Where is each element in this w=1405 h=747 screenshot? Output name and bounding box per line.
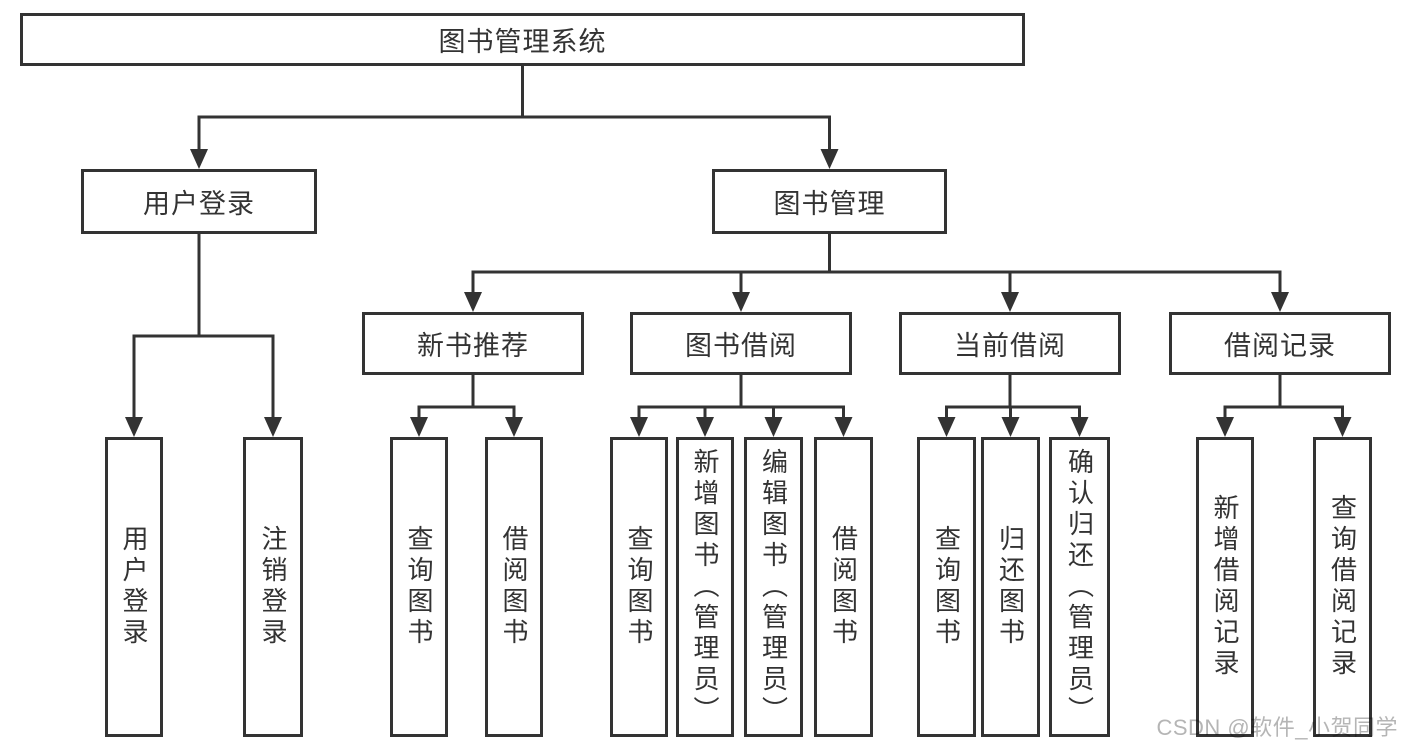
node-root: 图书管理系统 <box>20 13 1025 66</box>
watermark: CSDN @软件_小贺同学 <box>1156 715 1398 740</box>
leaf-bb-edit-books-label: 编辑图书（管理员） <box>758 447 789 727</box>
node-borrowing-records-label: 借阅记录 <box>1224 331 1336 361</box>
arrowheads <box>125 149 1352 437</box>
leaf-bb-add-books-label: 新增图书（管理员） <box>690 447 720 727</box>
node-user-login-label: 用户登录 <box>143 189 255 219</box>
leaf-bb-borrow-books: 借阅图书 <box>814 437 873 737</box>
node-book-management: 图书管理 <box>712 169 947 234</box>
leaf-cb-return-books-label: 归还图书 <box>995 525 1026 649</box>
node-book-borrowing-label: 图书借阅 <box>685 331 797 361</box>
leaf-bb-add-books: 新增图书（管理员） <box>676 437 734 737</box>
node-user-login: 用户登录 <box>81 169 317 234</box>
node-book-borrowing: 图书借阅 <box>630 312 852 375</box>
leaf-cb-confirm-return-label: 确认归还（管理员） <box>1064 447 1095 727</box>
node-root-label: 图书管理系统 <box>438 27 607 57</box>
leaf-nb-query-books-label: 查询图书 <box>404 525 434 649</box>
leaf-bb-query-books: 查询图书 <box>610 437 668 737</box>
node-current-borrowing: 当前借阅 <box>899 312 1121 375</box>
node-current-borrowing-label: 当前借阅 <box>954 331 1066 361</box>
leaf-logout-label: 注销登录 <box>258 525 288 649</box>
leaf-nb-borrow-books-label: 借阅图书 <box>499 525 529 649</box>
leaf-br-add-record: 新增借阅记录 <box>1196 437 1254 737</box>
leaf-nb-query-books: 查询图书 <box>390 437 448 737</box>
leaf-cb-query-books: 查询图书 <box>917 437 976 737</box>
connector-paths <box>132 66 1344 420</box>
leaf-logout: 注销登录 <box>243 437 303 737</box>
node-book-management-label: 图书管理 <box>773 189 886 219</box>
leaf-bb-query-books-label: 查询图书 <box>624 525 654 649</box>
leaf-cb-return-books: 归还图书 <box>981 437 1040 737</box>
leaf-cb-confirm-return: 确认归还（管理员） <box>1049 437 1110 737</box>
node-borrowing-records: 借阅记录 <box>1169 312 1391 375</box>
leaf-br-query-record: 查询借阅记录 <box>1313 437 1372 737</box>
leaf-bb-borrow-books-label: 借阅图书 <box>828 525 859 649</box>
leaf-nb-borrow-books: 借阅图书 <box>485 437 543 737</box>
node-new-book-recommend-label: 新书推荐 <box>417 331 529 361</box>
leaf-br-add-record-label: 新增借阅记录 <box>1210 494 1240 680</box>
node-new-book-recommend: 新书推荐 <box>362 312 584 375</box>
leaf-user-login-label: 用户登录 <box>119 525 149 649</box>
leaf-cb-query-books-label: 查询图书 <box>931 525 962 649</box>
leaf-user-login: 用户登录 <box>105 437 163 737</box>
leaf-br-query-record-label: 查询借阅记录 <box>1327 494 1358 680</box>
leaf-bb-edit-books: 编辑图书（管理员） <box>744 437 803 737</box>
